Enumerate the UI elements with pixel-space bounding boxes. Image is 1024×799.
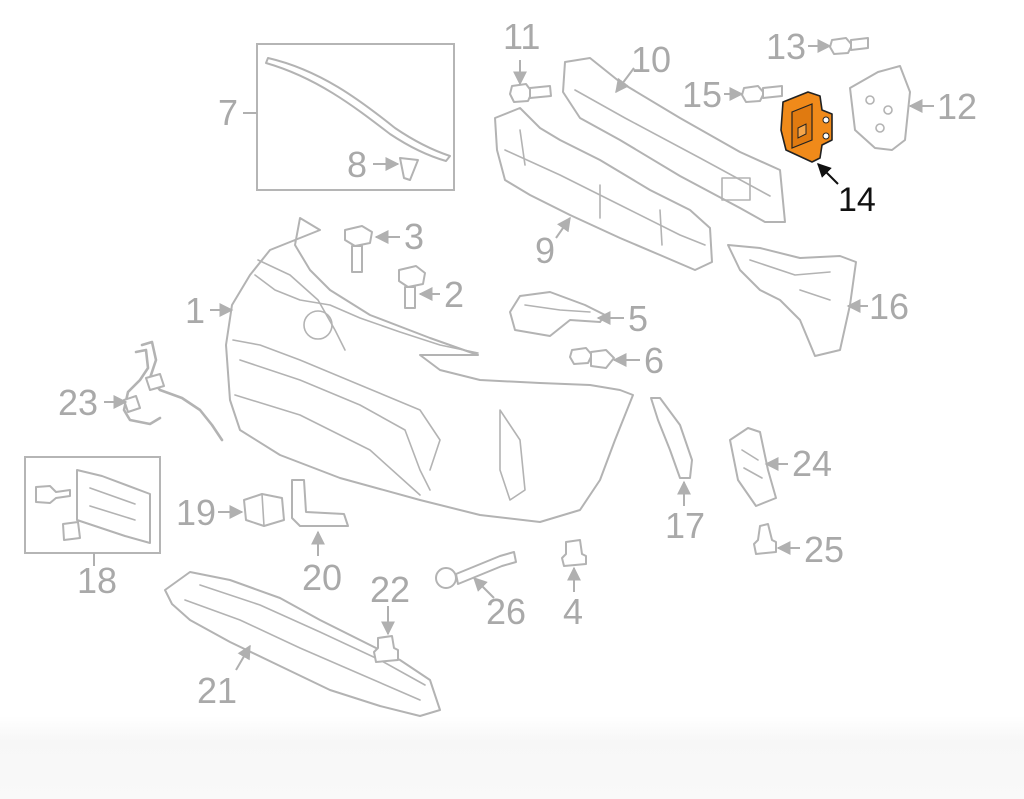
callout-18: 18 [77, 560, 118, 601]
callout-11: 11 [503, 16, 541, 57]
part-22-clip [373, 635, 399, 663]
part-2-bolt [398, 265, 426, 309]
part-19-sensor [243, 493, 285, 527]
part-16-side-bracket [727, 244, 857, 357]
part-1-bumper-cover [225, 217, 634, 523]
part-14-bracket-highlighted [780, 91, 833, 163]
callout-12: 12 [937, 86, 978, 127]
part-17-trim-strip [650, 397, 693, 479]
callout-15: 15 [682, 74, 723, 115]
part-20-bracket [291, 479, 349, 527]
callout-22: 22 [370, 569, 411, 610]
callout-20: 20 [302, 557, 343, 598]
part-15-bolt [741, 85, 783, 103]
callout-2: 2 [444, 274, 465, 315]
part-21-under-cover [164, 571, 441, 717]
leader-14 [817, 163, 839, 185]
callout-19: 19 [176, 492, 217, 533]
callout-8: 8 [347, 144, 368, 185]
part-13-bolt [829, 37, 869, 55]
callout-5: 5 [628, 298, 649, 339]
part-25-clip [753, 523, 777, 555]
callout-3: 3 [404, 216, 425, 257]
inset-box-18 [24, 456, 161, 554]
part-18-license-plate-bracket [35, 469, 151, 544]
part-7-molding [265, 57, 451, 162]
callout-4: 4 [563, 591, 584, 632]
leader-26 [473, 577, 495, 599]
part-4-clip [561, 539, 587, 567]
part-24-bracket [729, 427, 777, 507]
callout-1: 1 [185, 290, 206, 331]
part-8-clip [399, 157, 419, 181]
part-11-bolt [509, 83, 552, 103]
callout-10: 10 [631, 39, 672, 80]
callout-25: 25 [804, 529, 845, 570]
callout-23: 23 [58, 382, 99, 423]
part-3-bolt [344, 225, 373, 273]
inset-box-7 [256, 43, 455, 191]
callout-24: 24 [792, 443, 833, 484]
callout-7: 7 [218, 92, 239, 133]
bottom-shadow-band [0, 716, 1024, 799]
part-23-wire-harness [122, 340, 224, 442]
callout-21: 21 [197, 670, 238, 711]
callout-17: 17 [665, 505, 706, 546]
part-26-tow-hook [435, 551, 517, 589]
leader-21 [235, 644, 251, 671]
part-9-energy-absorber [494, 107, 713, 271]
part-12-bracket [849, 65, 911, 151]
callout-13: 13 [766, 26, 807, 67]
part-10-bumper-reinforcement [562, 57, 786, 223]
leader-10 [615, 67, 635, 94]
part-6-bolt [569, 347, 615, 369]
callout-16: 16 [869, 286, 910, 327]
part-5-bracket [509, 291, 606, 337]
callout-6: 6 [644, 340, 665, 381]
callout-14: 14 [838, 181, 876, 219]
callout-9: 9 [535, 230, 556, 271]
callout-26: 26 [486, 591, 527, 632]
leader-9 [555, 216, 571, 239]
